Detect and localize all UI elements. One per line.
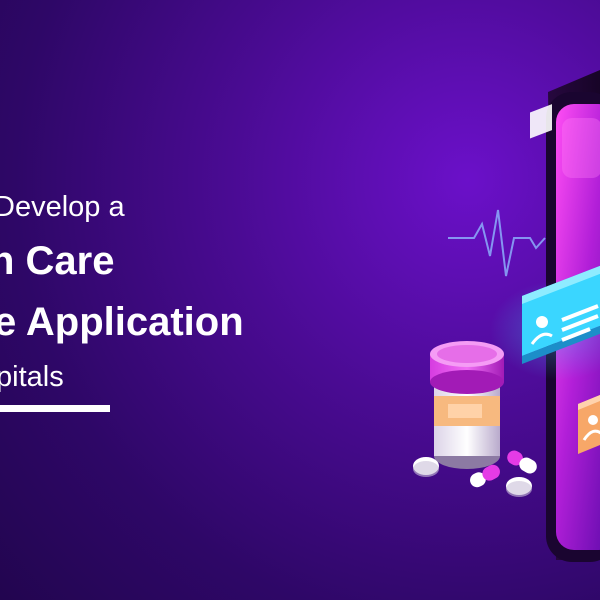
medicine-bottle-icon <box>430 341 504 469</box>
doctor-card-icon <box>522 104 600 364</box>
pill-capsule-icon <box>413 450 537 497</box>
heartbeat-line-icon <box>448 209 546 277</box>
patient-card-icon <box>578 394 600 454</box>
